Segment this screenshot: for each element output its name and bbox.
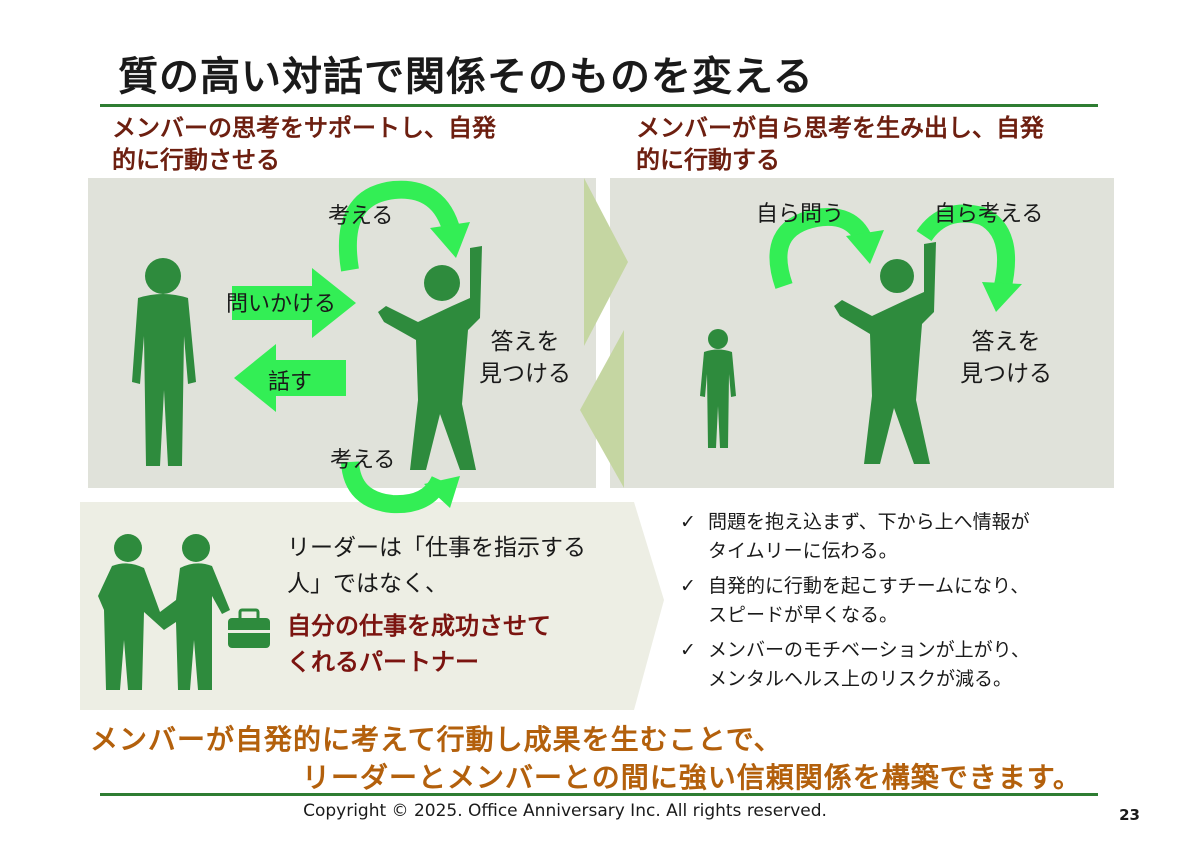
right-heading-line2: 的に行動する	[636, 146, 780, 174]
benefit-item: ✓ メンバーのモチベーションが上がり、 メンタルヘルス上のリスクが減る。	[680, 636, 1130, 694]
left-find-answer-label: 答えを 見つける	[470, 326, 580, 390]
title-divider	[100, 104, 1098, 107]
left-heading-line1: メンバーの思考をサポートし、自発	[112, 114, 496, 142]
think-bottom-arrow-icon	[341, 461, 460, 514]
leader-banner	[80, 502, 664, 710]
leader-statement-line1: リーダーは「仕事を指示する	[287, 535, 586, 561]
chevron-right-icon	[584, 178, 628, 346]
right-find-answer-line2: 見つける	[960, 361, 1052, 387]
conclusion-line1: メンバーが自発的に考えて行動し成果を生むことで、	[90, 723, 783, 756]
think-top-arrow-icon	[338, 180, 470, 272]
leader-figure-icon	[132, 258, 196, 466]
think-top-label: 考える	[328, 204, 394, 229]
left-find-answer-line1: 答えを	[490, 329, 560, 355]
right-heading-line1: メンバーが自ら思考を生み出し、自発	[636, 114, 1044, 142]
benefit-item: ✓ 自発的に行動を起こすチームになり、 スピードが早くなる。	[680, 572, 1130, 630]
benefit-item: ✓ 問題を抱え込まず、下から上へ情報が タイムリーに伝わる。	[680, 508, 1130, 566]
left-heading-line2: 的に行動させる	[112, 146, 280, 174]
left-heading: メンバーの思考をサポートし、自発 的に行動させる	[112, 112, 496, 176]
conclusion-line2: リーダーとメンバーとの間に強い信頼関係を構築できます。	[302, 761, 1082, 794]
leader-emphasis-line1: 自分の仕事を成功させて	[287, 612, 551, 640]
benefit-item-line2: スピードが早くなる。	[708, 604, 899, 626]
benefit-item-line2: タイムリーに伝わる。	[708, 540, 898, 562]
right-find-answer-label: 答えを 見つける	[950, 326, 1062, 390]
footer-divider	[100, 793, 1098, 796]
check-icon: ✓	[680, 575, 696, 597]
self-think-label: 自ら考える	[934, 202, 1044, 227]
leader-statement: リーダーは「仕事を指示する 人」ではなく、	[287, 530, 586, 602]
think-bottom-label: 考える	[330, 448, 396, 473]
right-find-answer-line1: 答えを	[971, 329, 1041, 355]
right-heading: メンバーが自ら思考を生み出し、自発 的に行動する	[636, 112, 1044, 176]
ask-arrow-icon	[232, 268, 356, 338]
benefit-item-line1: 問題を抱え込まず、下から上へ情報が	[708, 511, 1030, 533]
chevron-left-icon	[580, 330, 624, 488]
self-ask-label: 自ら問う	[756, 202, 845, 227]
self-ask-arrow-icon	[769, 208, 884, 289]
copyright-notice: Copyright © 2025. Office Anniversary Inc…	[303, 801, 827, 821]
benefit-item-line2: メンタルヘルス上のリスクが減る。	[708, 668, 1013, 690]
self-driven-member-icon	[834, 242, 936, 464]
leader-emphasis-line2: くれるパートナー	[287, 648, 479, 676]
left-find-answer-line2: 見つける	[479, 361, 571, 387]
page-title: 質の高い対話で関係そのものを変える	[118, 54, 814, 100]
benefit-list: ✓ 問題を抱え込まず、下から上へ情報が タイムリーに伝わる。 ✓ 自発的に行動を…	[680, 508, 1130, 700]
member-raising-hand-icon	[378, 246, 482, 470]
self-think-arrow-icon	[916, 204, 1022, 312]
benefit-item-line1: 自発的に行動を起こすチームになり、	[708, 575, 1030, 597]
talk-label: 話す	[268, 370, 313, 395]
check-icon: ✓	[680, 511, 696, 533]
talk-arrow-icon	[234, 344, 346, 412]
page-number: 23	[1119, 806, 1140, 824]
ask-label: 問いかける	[226, 292, 337, 317]
briefcase-icon	[228, 608, 270, 648]
leader-statement-line2: 人」ではなく、	[287, 571, 448, 597]
small-leader-figure-icon	[700, 329, 736, 448]
check-icon: ✓	[680, 639, 696, 661]
benefit-item-line1: メンバーのモチベーションが上がり、	[708, 639, 1030, 661]
leader-emphasis: 自分の仕事を成功させて くれるパートナー	[287, 608, 551, 680]
handshake-figures-icon	[98, 534, 230, 690]
